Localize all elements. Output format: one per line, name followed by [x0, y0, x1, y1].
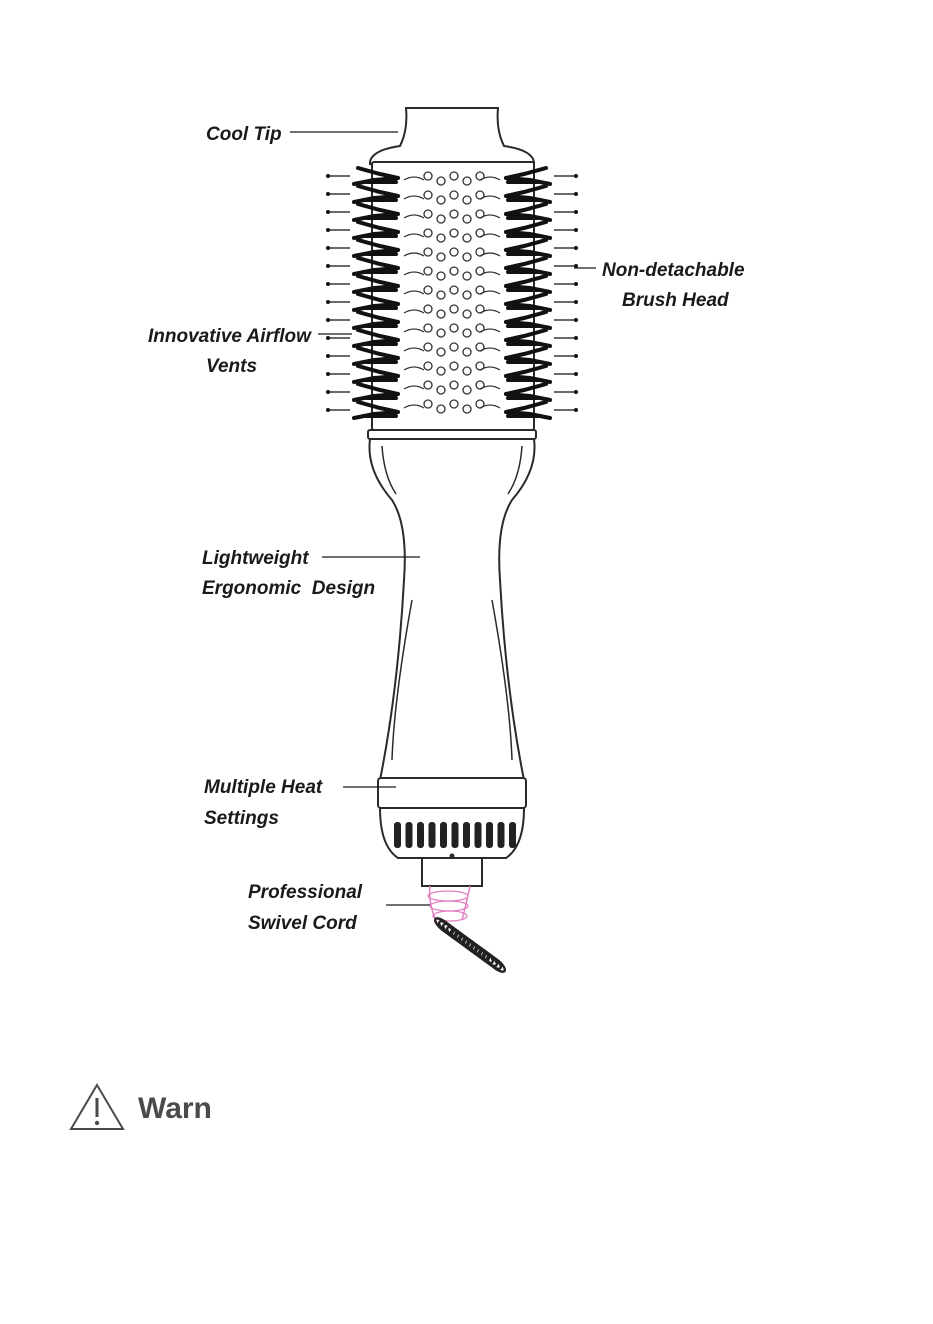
label-cord-line2: Swivel Cord — [248, 913, 357, 934]
label-ergonomic-line1: Lightweight — [202, 548, 309, 569]
brush-barrel — [326, 162, 578, 430]
label-airflow-line2: Vents — [206, 356, 257, 377]
label-brush-head-line2: Brush Head — [622, 290, 729, 311]
warning-title: Warn — [138, 1092, 212, 1126]
label-brush-head-line1: Non-detachable — [602, 260, 745, 281]
label-ergonomic-line2: Ergonomic Design — [202, 578, 375, 599]
label-heat-line1: Multiple Heat — [204, 777, 323, 798]
warning-triangle-icon — [68, 1082, 126, 1132]
heat-settings-band — [378, 778, 526, 859]
label-cord-line1: Professional — [248, 882, 363, 903]
swivel-cord — [422, 858, 507, 974]
handle — [368, 430, 536, 780]
label-airflow-line1: Innovative Airflow — [148, 326, 312, 347]
label-cool-tip: Cool Tip — [206, 124, 282, 145]
cord-coil — [433, 916, 507, 974]
cool-tip — [370, 108, 534, 164]
label-heat-line2: Settings — [204, 808, 279, 829]
air-intake-grille — [394, 822, 516, 848]
